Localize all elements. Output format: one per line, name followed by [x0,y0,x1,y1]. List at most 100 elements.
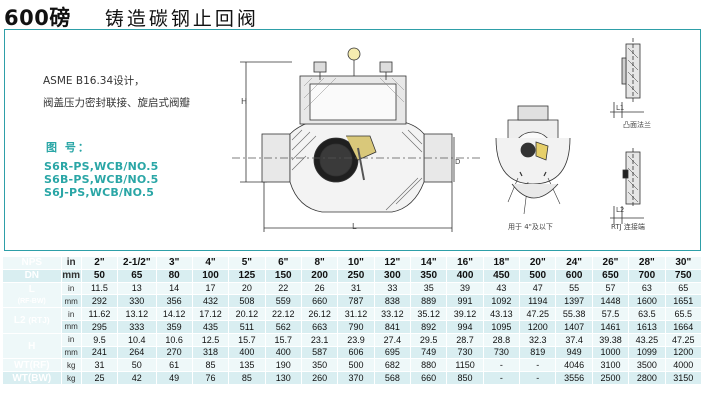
l-mm-cell: 991 [446,294,484,309]
wt-bw-cell: 2500 [591,371,630,385]
l2-mm-cell: 1200 [519,319,557,334]
l-in-cell: 22 [264,281,302,296]
page-title: 600磅 铸造碳钢止回阀 [4,2,259,30]
dn-cell: 450 [482,268,521,283]
nps-cell: 6" [264,256,302,270]
l2-mm-cell: 790 [337,319,375,334]
l2-mm-cell: 1461 [591,319,630,334]
rtj-caption: RTJ 连接端 [611,223,645,231]
unit-cell: mm [60,345,82,360]
wt-rf-cell: 31 [80,358,119,373]
l-in-cell: 11.5 [80,281,119,296]
wt-bw-cell: 260 [300,371,339,385]
l-header-sub: (RF-BW) [3,295,61,306]
wt-rf-cell: 50 [117,358,157,373]
unit-cell: kg [60,371,82,385]
dn-cell: 125 [228,268,266,283]
l2-in-cell: 26.12 [300,307,339,321]
l-mm-cell: 1600 [628,294,666,309]
l-in-cell: 14 [155,281,193,296]
wt-rf-cell: 61 [155,358,193,373]
raised-face-flange-drawing [610,38,644,118]
unit-cell: mm [60,268,82,283]
l2-mm-cell: 435 [191,319,230,334]
l-mm-cell: 559 [264,294,302,309]
nps-cell: 3" [155,256,193,270]
wt-rf-row: WT(RF) kg 31 50 61 85 135 190 350 500 68… [2,358,703,373]
wt-rf-cell: 880 [410,358,448,373]
wt-bw-cell: - [519,371,557,385]
h-mm-cell: 730 [482,345,521,360]
l-mm-cell: 889 [410,294,448,309]
figure-code: S6J-PS,WCB/NO.5 [44,186,155,199]
nps-cell: 14" [410,256,448,270]
wt-bw-cell: 42 [117,371,157,385]
wt-rf-cell: - [519,358,557,373]
l-in-cell: 13 [117,281,157,296]
nps-cell: 8" [300,256,339,270]
h-in-cell: 15.7 [228,332,266,347]
unit-cell: in [60,307,82,321]
l-mm-cell: 1651 [664,294,703,309]
h-in-cell: 15.7 [264,332,302,347]
nps-cell: 24" [555,256,593,270]
l-in-cell: 35 [410,281,448,296]
l2-mm-cell: 511 [228,319,266,334]
wt-rf-cell: 4046 [555,358,593,373]
h-in-cell: 43.25 [628,332,666,347]
h-in-cell: 37.4 [555,332,593,347]
design-standard-text: ASME B16.34设计， [43,75,145,87]
dimension-h-label: H [241,97,248,106]
wt-bw-cell: 568 [373,371,412,385]
valve-section-drawing [232,47,482,232]
wt-bw-cell: 370 [337,371,375,385]
h-in-cell: 9.5 [80,332,119,347]
wt-bw-cell: - [482,371,521,385]
raised-face-caption: 凸面法兰 [623,121,651,129]
unit-cell: kg [60,358,82,373]
small-size-section-drawing [495,105,571,215]
dn-cell: 500 [519,268,557,283]
wt-bw-cell: 130 [264,371,302,385]
l-in-cell: 26 [300,281,339,296]
l2-mm-cell: 295 [80,319,119,334]
h-mm-cell: 1099 [628,345,666,360]
wt-rf-cell: 3100 [591,358,630,373]
h-in-row: H in 9.5 10.4 10.6 12.5 15.7 15.7 23.1 2… [2,332,703,360]
wt-rf-cell: 350 [300,358,339,373]
l-in-cell: 43 [482,281,521,296]
h-mm-cell: 241 [80,345,119,360]
l-mm-cell: 292 [80,294,119,309]
h-mm-cell: 949 [555,345,593,360]
nps-cell: 30" [664,256,703,270]
h-in-cell: 47.25 [664,332,703,347]
h-mm-cell: 819 [519,345,557,360]
figure-code: S6B-PS,WCB/NO.5 [44,173,159,186]
wt-bw-cell: 660 [410,371,448,385]
h-in-cell: 28.8 [482,332,521,347]
unit-cell: in [60,332,82,347]
h-mm-cell: 400 [228,345,266,360]
l2-mm-cell: 841 [373,319,412,334]
l-in-cell: 63 [628,281,666,296]
wt-bw-cell: 3556 [555,371,593,385]
h-in-cell: 23.9 [337,332,375,347]
l2-in-cell: 39.12 [446,307,484,321]
nps-cell: 26" [591,256,630,270]
nps-cell: 2" [80,256,119,270]
l2-mm-cell: 1407 [555,319,593,334]
dn-cell: 250 [337,268,375,283]
dimension-d-label: D [455,158,461,166]
l-mm-cell: 432 [191,294,230,309]
drawing-frame [4,29,701,251]
nps-cell: 18" [482,256,521,270]
h-in-cell: 23.1 [300,332,339,347]
wt-rf-header: WT(RF) [2,358,62,373]
h-in-cell: 39.38 [591,332,630,347]
l2-mm-cell: 333 [117,319,157,334]
wt-rf-cell: 135 [228,358,266,373]
l-mm-cell: 1397 [555,294,593,309]
wt-bw-cell: 3150 [664,371,703,385]
l2-in-cell: 20.12 [228,307,266,321]
pressure-class: 600磅 [4,6,71,30]
